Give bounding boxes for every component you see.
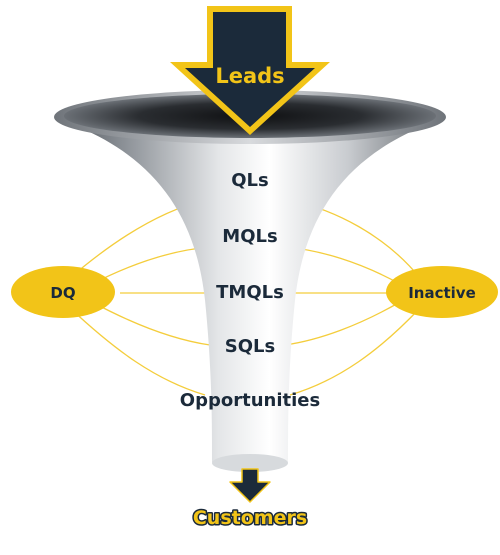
leads-label: Leads [215,64,284,88]
left-connector-line [91,301,211,346]
stage-label-qls: QLs [231,170,269,191]
right-connector-line [289,307,421,396]
dq-node [11,266,115,318]
funnel-body [55,118,445,468]
stage-label-opportunities: Opportunities [180,390,320,411]
customers-arrow [229,468,271,503]
inactive-label: Inactive [408,284,476,302]
inactive-node [386,266,498,318]
stage-label-tmqls: TMQLs [216,282,284,303]
customers-label: Customers [193,507,307,529]
stage-label-mqls: MQLs [222,226,277,247]
dq-label: DQ [50,284,75,302]
right-connector-line [284,301,401,346]
left-connector-line [91,246,211,285]
leads-arrow-inner [185,12,315,127]
stage-label-sqls: SQLs [225,336,275,357]
funnel-spout [212,454,288,472]
left-connector-line [69,307,206,396]
